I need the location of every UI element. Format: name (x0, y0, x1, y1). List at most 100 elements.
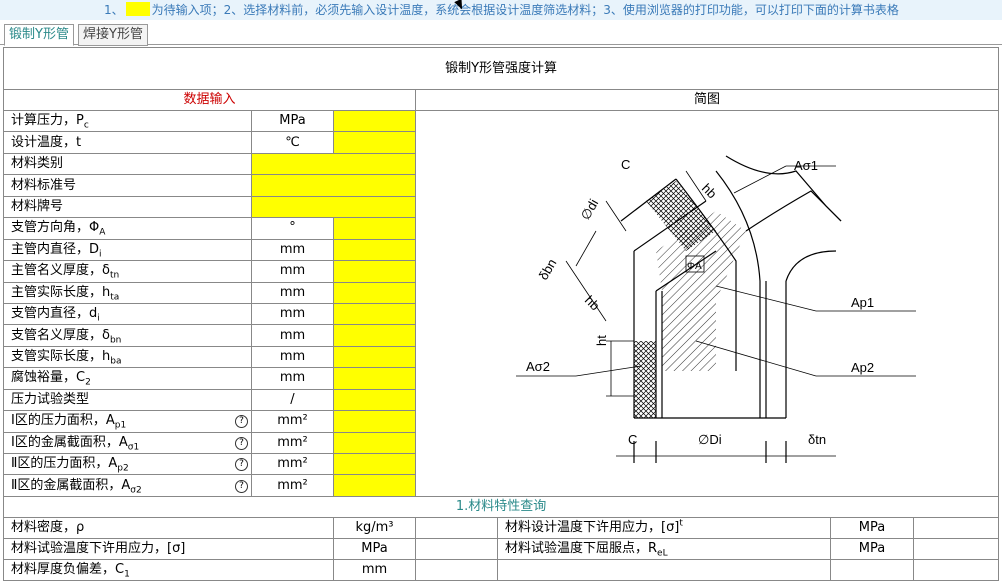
y-pipe-diagram: C hb Aσ1 ∅di δbn ΦA Ap1 hb ht Ap2 Aσ2 C … (414, 110, 1000, 497)
input-field[interactable] (333, 452, 416, 476)
label-ap1: Ap1 (851, 295, 874, 310)
help-icon[interactable]: ? (235, 415, 248, 429)
material-unit: MPa (830, 517, 914, 539)
input-row: 材料标准号 (3, 174, 999, 197)
label-hb-top: hb (699, 181, 720, 202)
material-label: 材料设计温度下许用应力，[σ]t (497, 517, 831, 539)
input-field[interactable] (333, 260, 416, 283)
tab-bar: 锻制Y形管 焊接Y形管 (0, 20, 1002, 46)
unit-label: ℃ (251, 131, 334, 154)
row-label: Ⅱ区的金属截面积，Aσ2? (3, 474, 252, 497)
material-label: 材料厚度负偏差，C1 (3, 559, 334, 581)
input-field[interactable] (333, 324, 416, 347)
y-pipe-drawing: C hb Aσ1 ∅di δbn ΦA Ap1 hb ht Ap2 Aσ2 C … (516, 155, 916, 463)
row-label: 材料类别 (3, 152, 252, 176)
label-phi-a: ΦA (687, 261, 702, 272)
label-hb-left: hb (582, 293, 603, 314)
row-label: 压力试验类型 (3, 388, 252, 412)
material-value (415, 517, 498, 539)
row-label: 主管内直径，Di (3, 238, 252, 262)
unit-label: mm² (251, 474, 334, 497)
material-unit: kg/m³ (333, 517, 416, 539)
label-di: ∅di (578, 196, 602, 222)
material-unit (830, 559, 914, 581)
row-label: Ⅱ区的压力面积，Ap2? (3, 452, 252, 476)
input-field[interactable] (333, 131, 416, 154)
input-row: 材料牌号 (3, 195, 999, 219)
input-field[interactable] (333, 109, 416, 133)
material-label (497, 559, 831, 581)
tab-forged-y-pipe[interactable]: 锻制Y形管 (4, 24, 74, 46)
input-field[interactable] (333, 367, 416, 390)
input-row: 支管方向角，ΦA° (3, 217, 999, 240)
label-c-bottom: C (628, 432, 637, 447)
tab-welded-y-pipe[interactable]: 焊接Y形管 (78, 24, 148, 46)
unit-label: ° (251, 217, 334, 240)
label-ap2: Ap2 (851, 360, 874, 375)
input-field[interactable] (333, 345, 416, 369)
unit-label: mm² (251, 431, 334, 455)
help-icon[interactable]: ? (235, 458, 248, 472)
help-icon[interactable]: ? (235, 479, 248, 493)
help-icon[interactable]: ? (235, 436, 248, 450)
input-field[interactable] (333, 217, 416, 240)
input-field[interactable] (333, 302, 416, 326)
row-label: 材料标准号 (3, 174, 252, 197)
material-value (415, 538, 498, 560)
input-field[interactable] (333, 410, 416, 433)
row-label: Ⅰ区的压力面积，Ap1? (3, 410, 252, 433)
unit-label: mm (251, 324, 334, 347)
material-value (415, 559, 498, 581)
unit-label: mm (251, 281, 334, 304)
row-label: 支管名义厚度，δbn (3, 324, 252, 347)
banner-prefix: 1、 (104, 3, 124, 17)
material-unit: mm (333, 559, 416, 581)
label-dbn: δbn (536, 256, 560, 282)
input-field[interactable] (333, 281, 416, 304)
material-unit: MPa (333, 538, 416, 560)
material-label: 材料试验温度下许用应力，[σ] (3, 538, 334, 560)
banner-text: 为待输入项；2、选择材料前，必须先输入设计温度，系统会根据设计温度筛选材料；3、… (151, 3, 899, 17)
input-row: Ⅱ区的金属截面积，Aσ2?mm² (3, 474, 999, 497)
unit-label: mm (251, 260, 334, 283)
input-field[interactable] (251, 152, 416, 176)
row-label: 设计温度，t (3, 131, 252, 154)
material-value (912, 559, 1000, 581)
input-field[interactable] (333, 238, 416, 262)
input-row: Ⅱ区的压力面积，Ap2?mm² (3, 452, 999, 476)
input-highlight-swatch (125, 2, 150, 16)
row-label: 腐蚀裕量，C2 (3, 367, 252, 390)
row-label: 主管实际长度，hta (3, 281, 252, 304)
label-d-big: ∅Di (698, 432, 722, 447)
label-c-top: C (621, 157, 630, 172)
unit-label: mm (251, 238, 334, 262)
input-field[interactable] (251, 174, 416, 197)
input-field[interactable] (333, 474, 416, 497)
input-row: 设计温度，t℃ (3, 131, 999, 154)
section-data-input: 数据输入 (3, 89, 416, 111)
input-field[interactable] (333, 388, 416, 412)
input-field[interactable] (251, 195, 416, 219)
label-a-sigma2: Aσ2 (526, 359, 550, 374)
input-row: 材料类别 (3, 152, 999, 176)
material-value (912, 517, 1000, 539)
input-row: 压力试验类型/ (3, 388, 999, 412)
material-label: 材料密度，ρ (3, 517, 334, 539)
unit-label: mm² (251, 410, 334, 433)
unit-label: mm (251, 367, 334, 390)
material-unit: MPa (830, 538, 914, 560)
input-field[interactable] (333, 431, 416, 455)
row-label: 支管方向角，ΦA (3, 217, 252, 240)
unit-label: mm (251, 302, 334, 326)
section-diagram: 简图 (414, 89, 1000, 111)
row-label: 支管内直径，di (3, 302, 252, 326)
row-label: Ⅰ区的金属截面积，Aσ1? (3, 431, 252, 455)
